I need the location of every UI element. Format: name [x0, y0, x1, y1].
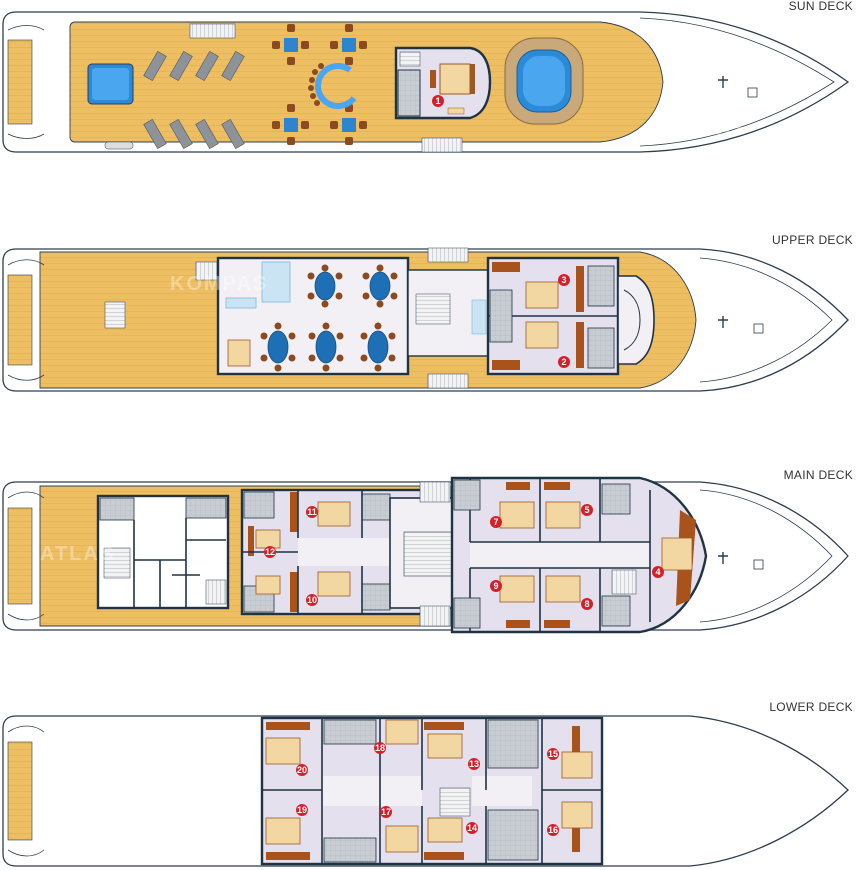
dining-tables [260, 264, 398, 372]
cabin-number: 13 [469, 759, 479, 769]
sun-deck-bar [308, 63, 357, 109]
deck-label-sun: SUN DECK [789, 0, 853, 13]
cabin-2[interactable]: 2 [525, 321, 570, 368]
cabin-number: 10 [307, 595, 317, 605]
cabin-11[interactable]: 11 [306, 501, 351, 527]
cabin-number: 5 [584, 505, 589, 515]
cabin-7[interactable]: 7 [490, 501, 535, 529]
cabin-number: 3 [561, 275, 566, 285]
cabin-19[interactable]: 19 [265, 804, 308, 845]
cabin-16[interactable]: 16 [547, 801, 593, 836]
cabin-number: 19 [297, 805, 307, 815]
cabin-1[interactable]: 1 [394, 46, 492, 120]
main-forward-cabins: 7 9 5 8 4 [450, 476, 708, 634]
cabin-number: 12 [265, 547, 275, 557]
lower-cabins: 18 13 15 20 19 [260, 716, 604, 866]
swimming-pool [504, 37, 584, 125]
watermark-upper: KOMPAS [170, 273, 268, 295]
cabin-14[interactable]: 14 [427, 817, 478, 843]
sun-deck-tables [272, 24, 367, 145]
upper-deck: UPPER DECK [2, 233, 853, 392]
cabin-number: 7 [493, 517, 498, 527]
crew-area [96, 494, 230, 610]
cabin-5[interactable]: 5 [545, 501, 593, 529]
cabin-8[interactable]: 8 [545, 575, 593, 610]
cabin-10[interactable]: 10 [255, 571, 351, 606]
cabin-number: 17 [381, 807, 391, 817]
cabin-20[interactable]: 20 [265, 737, 308, 776]
main-deck: MAIN DECK [2, 468, 853, 634]
cabin-number: 15 [548, 749, 558, 759]
sun-loungers [143, 50, 245, 150]
cabin-number: 18 [375, 743, 385, 753]
cabin-number: 4 [655, 567, 660, 577]
cabin-9[interactable]: 9 [490, 575, 535, 603]
cabin-number: 8 [584, 599, 589, 609]
lower-deck: LOWER DECK 18 [2, 700, 853, 867]
cabin-number: 20 [297, 765, 307, 775]
upper-salon [216, 256, 410, 376]
deck-label-upper: UPPER DECK [772, 233, 853, 247]
cabin-12[interactable]: 12 [255, 529, 281, 558]
cabin-number: 1 [435, 96, 440, 106]
watermark-main: ATLAS [40, 543, 115, 565]
sun-deck: SUN DECK [2, 0, 853, 153]
cabin-number: 2 [561, 357, 566, 367]
deck-label-lower: LOWER DECK [769, 700, 853, 714]
cabin-3[interactable]: 3 [525, 274, 570, 309]
cabin-4[interactable]: 4 [652, 537, 693, 578]
upper-cabins: 3 2 [486, 256, 620, 376]
cabin-number: 11 [307, 507, 317, 517]
cabin-17[interactable]: 17 [380, 806, 419, 853]
deck-label-main: MAIN DECK [784, 468, 853, 482]
cabin-18[interactable]: 18 [374, 719, 419, 754]
cabin-15[interactable]: 15 [547, 748, 593, 779]
cabin-13[interactable]: 13 [427, 733, 480, 770]
cabin-number: 9 [493, 581, 498, 591]
watermark-sun: KOMPAS [650, 118, 748, 140]
cabin-number: 14 [467, 823, 477, 833]
cabin-number: 16 [548, 825, 558, 835]
